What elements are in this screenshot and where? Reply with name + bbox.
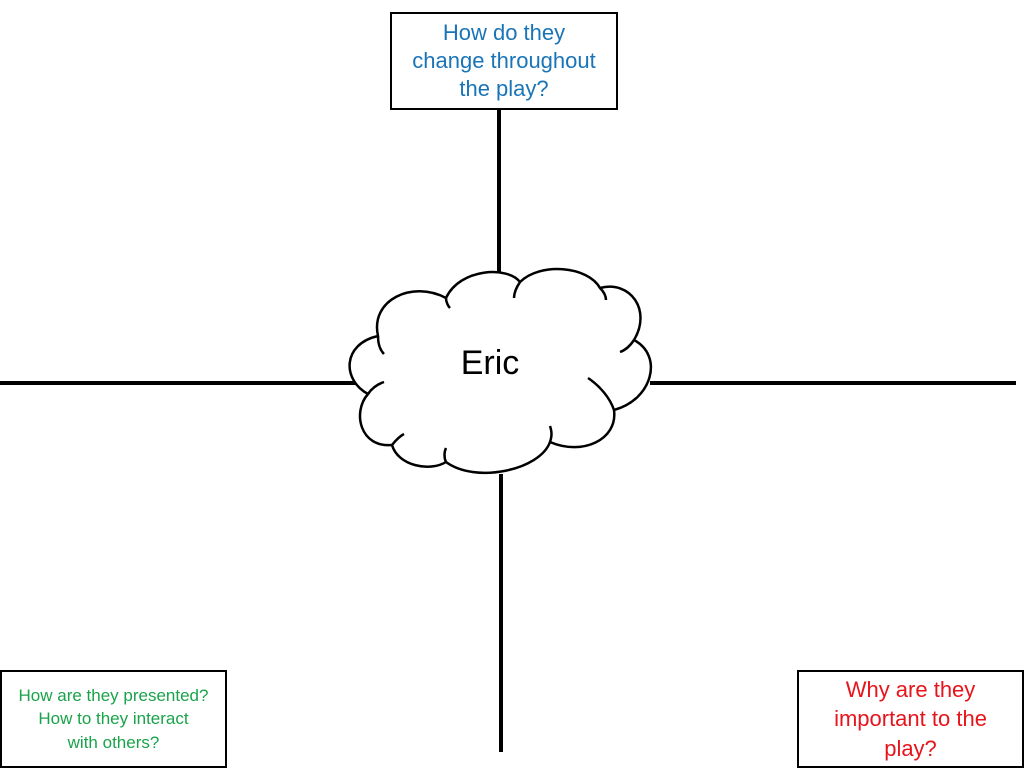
box-bottom-left-question: How are they presented? How to they inte… xyxy=(0,670,227,768)
center-label-eric: Eric xyxy=(460,344,520,382)
cloud-shape xyxy=(348,267,653,475)
box-bottom-right-question: Why are they important to the play? xyxy=(797,670,1024,768)
box-top-question: How do they change throughout the play? xyxy=(390,12,618,110)
box-bottom-left-text: How are they presented? How to they inte… xyxy=(18,686,209,752)
box-top-text: How do they change throughout the play? xyxy=(412,19,596,102)
box-bottom-right-text: Why are they important to the play? xyxy=(834,676,987,761)
